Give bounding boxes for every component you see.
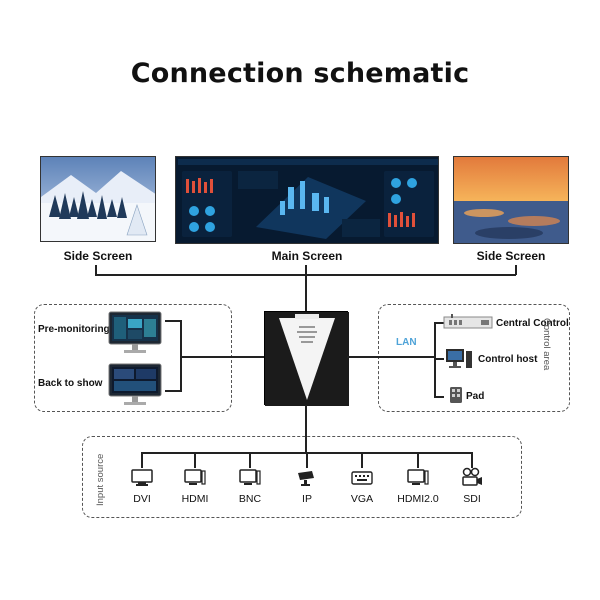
back-to-show-label: Back to show <box>38 378 103 389</box>
left-screen-drop <box>95 265 97 275</box>
left-screen-label: Side Screen <box>63 249 133 263</box>
control-bracket-vertical <box>434 322 436 398</box>
control-host-label: Control host <box>478 354 538 365</box>
monitor-bracket-top <box>165 320 181 322</box>
ip-camera-icon <box>298 471 314 486</box>
main-screen <box>175 156 439 244</box>
ip-drop <box>306 452 308 468</box>
input-hdmi-label: HDMI <box>181 493 209 505</box>
dashboard-image <box>176 157 438 243</box>
right-side-screen <box>453 156 569 244</box>
pre-monitoring-label: Pre-monitoring <box>38 324 110 335</box>
right-screen-drop <box>515 265 517 275</box>
video-processor <box>264 311 349 406</box>
monitor-bracket-bottom <box>165 390 181 392</box>
input-vga-label: VGA <box>350 493 374 505</box>
control-area-label: Control area <box>541 318 552 371</box>
input-sdi-label: SDI <box>463 493 481 505</box>
hdmi-monitor-icon <box>184 469 206 485</box>
dvi-monitor-icon <box>131 469 153 486</box>
input-dvi-label: DVI <box>133 493 151 505</box>
hdmi-drop <box>194 452 196 468</box>
vga-drop <box>361 452 363 468</box>
left-side-screen <box>40 156 156 242</box>
processor-to-control-line <box>347 356 435 358</box>
page-title: Connection schematic <box>130 58 470 89</box>
hdmi2-monitor-icon <box>407 469 429 485</box>
monitoring-box <box>34 304 232 412</box>
bnc-monitor-icon <box>239 469 261 485</box>
bnc-drop <box>249 452 251 468</box>
hdmi2-drop <box>417 452 419 468</box>
control-area-box <box>378 304 570 412</box>
sdi-camera-icon <box>462 467 482 486</box>
vga-keyboard-icon <box>351 471 373 485</box>
snow-landscape-image <box>41 157 155 241</box>
control-host-computer-icon <box>446 349 472 368</box>
control-bracket-top <box>434 322 444 324</box>
input-hdmi2-label: HDMI2.0 <box>397 493 439 505</box>
pre-monitoring-monitor-icon <box>108 311 162 353</box>
input-source-label: Input source <box>95 453 106 506</box>
lan-label: LAN <box>396 337 417 348</box>
central-control-device-icon <box>443 314 493 329</box>
pad-label: Pad <box>466 391 485 402</box>
processor-to-input-line <box>305 405 307 453</box>
main-screen-label: Main Screen <box>271 249 343 263</box>
control-bracket-mid <box>434 358 444 360</box>
sdi-drop <box>471 452 473 468</box>
main-screen-drop <box>305 265 307 312</box>
sunset-landscape-image <box>454 157 568 243</box>
central-control-label: Central Control <box>496 318 569 329</box>
back-to-show-monitor-icon <box>108 363 162 405</box>
dvi-drop <box>141 452 143 468</box>
monitor-to-processor-line <box>181 356 265 358</box>
control-bracket-bottom <box>434 396 444 398</box>
pad-tablet-icon <box>450 387 462 403</box>
input-ip-label: IP <box>302 493 312 505</box>
input-source-box <box>82 436 522 518</box>
input-bnc-label: BNC <box>238 493 262 505</box>
right-screen-label: Side Screen <box>476 249 546 263</box>
